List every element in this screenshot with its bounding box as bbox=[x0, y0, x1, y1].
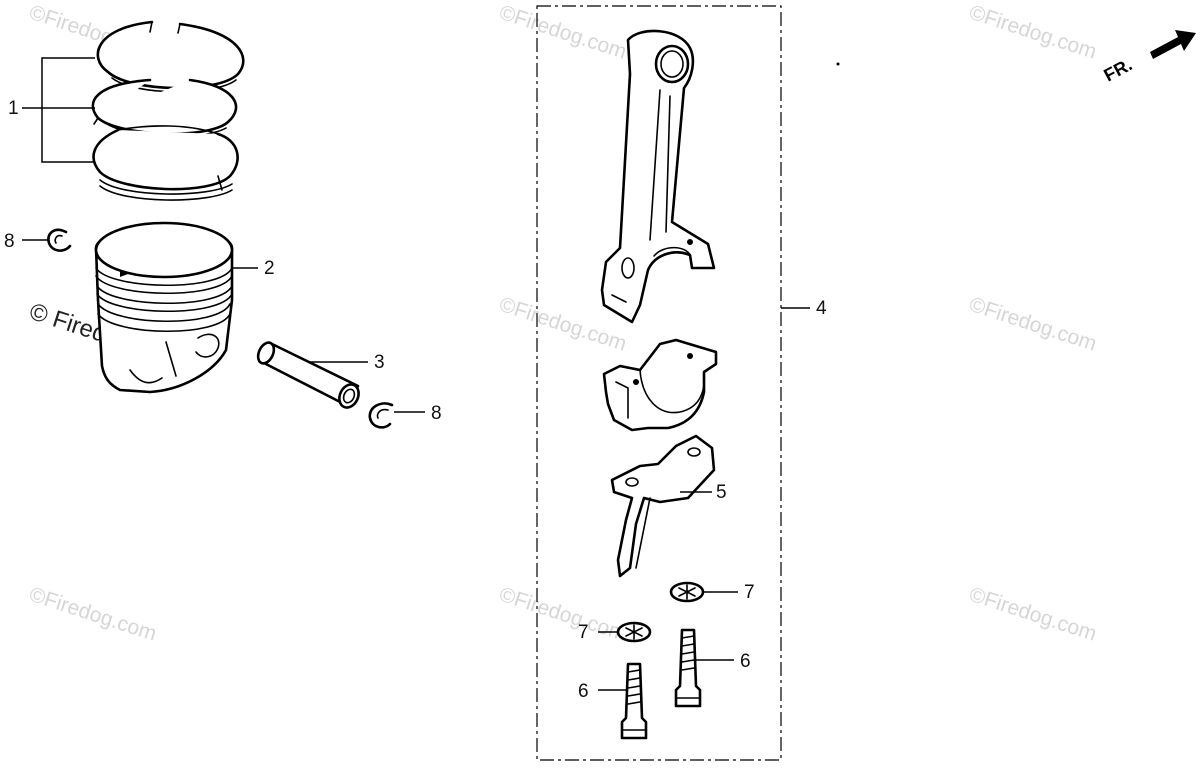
lock-washer-lower bbox=[616, 621, 652, 643]
callout-2: 2 bbox=[264, 258, 275, 279]
callout-8b: 8 bbox=[431, 403, 442, 424]
leader-1 bbox=[41, 57, 95, 163]
fr-label: FR. bbox=[1100, 54, 1135, 85]
watermark: ©Firedog.com bbox=[966, 1, 1099, 64]
watermark: ©Firedog.com bbox=[966, 583, 1099, 646]
piston bbox=[94, 221, 234, 394]
stray-dot bbox=[836, 62, 840, 66]
rod-bolt-left bbox=[620, 662, 648, 740]
conrod-assembly-box bbox=[536, 5, 782, 761]
arrow-icon bbox=[1150, 30, 1196, 59]
oil-dipper bbox=[610, 434, 716, 578]
piston-pin-clip-right bbox=[368, 402, 394, 429]
callout-3: 3 bbox=[374, 352, 385, 373]
front-direction-marker: FR. bbox=[1100, 30, 1196, 86]
lock-washer-upper bbox=[669, 581, 705, 603]
piston-arrow-mark-icon bbox=[120, 270, 128, 277]
connecting-rod bbox=[600, 29, 716, 324]
callout-5: 5 bbox=[716, 482, 727, 503]
watermark: ©Firedog.com bbox=[26, 583, 159, 646]
callout-6b: 6 bbox=[740, 651, 751, 672]
watermark: ©Firedog.com bbox=[966, 293, 1099, 356]
watermark: ©Firedog.com bbox=[496, 583, 629, 646]
piston-pin-clip-left bbox=[47, 228, 72, 252]
callout-7b: 7 bbox=[578, 622, 589, 643]
callout-1: 1 bbox=[8, 98, 19, 119]
callout-7a: 7 bbox=[744, 582, 755, 603]
connecting-rod-cap bbox=[602, 338, 718, 432]
piston-pin bbox=[256, 341, 360, 409]
callout-8a: 8 bbox=[4, 231, 15, 252]
piston-rings bbox=[91, 20, 245, 201]
rod-bolt-right bbox=[674, 628, 702, 708]
watermark: ©Firedog.com bbox=[496, 1, 629, 64]
callout-6a: 6 bbox=[578, 681, 589, 702]
callout-4: 4 bbox=[816, 298, 827, 319]
